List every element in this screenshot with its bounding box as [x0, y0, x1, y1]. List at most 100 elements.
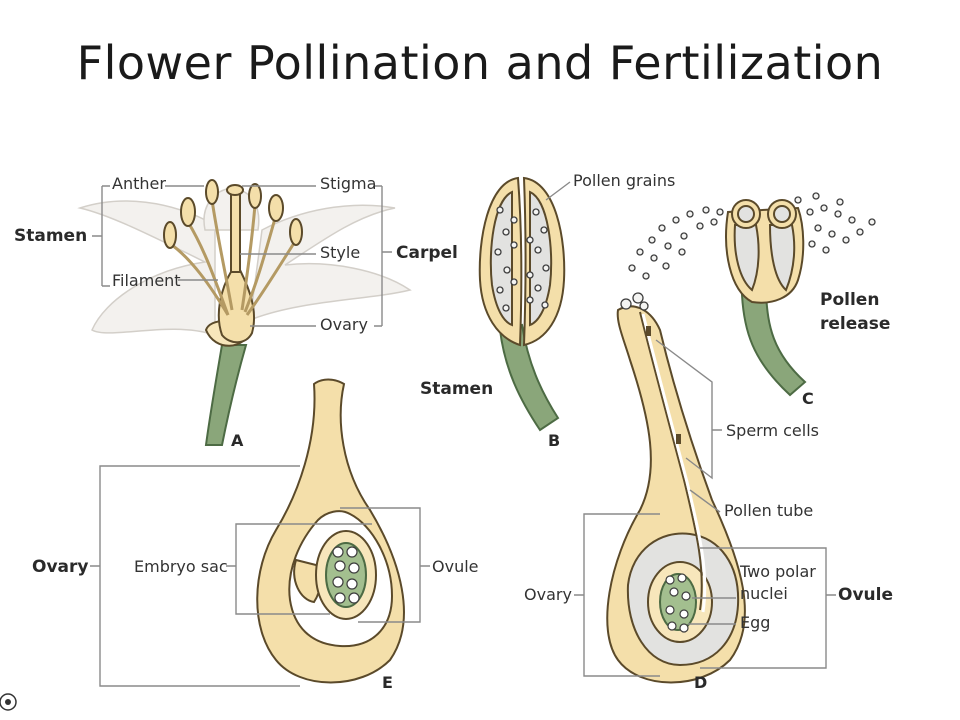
- label-ovary-d: Ovary: [524, 585, 572, 604]
- cell-nucleus: [679, 609, 689, 619]
- label-ovary-e-bold: Ovary: [32, 557, 88, 577]
- ovule-bracket-d: [700, 547, 836, 669]
- pollen-grain: [868, 218, 876, 226]
- embryo-sac-e: [325, 542, 367, 608]
- pollen-grain: [496, 286, 504, 294]
- pollen-grain: [534, 246, 542, 254]
- page-title: Flower Pollination and Fertilization: [76, 36, 884, 90]
- pollen-grain: [678, 248, 686, 256]
- pollen-grain: [822, 246, 830, 254]
- label-filament: Filament: [112, 271, 181, 290]
- cell-nucleus: [346, 546, 358, 558]
- ovule-d-cells: [665, 573, 691, 633]
- pollen-grain: [534, 284, 542, 292]
- label-embryo-sac: Embryo sac: [134, 557, 228, 576]
- cell-nucleus: [334, 560, 346, 572]
- panel-letter-e: E: [382, 673, 393, 692]
- corner-logo-icon: [0, 693, 17, 711]
- pollen-grain: [510, 241, 518, 249]
- label-ovary-a: Ovary: [320, 315, 368, 334]
- pollen-grains-leader: [545, 181, 571, 201]
- pollen-grain: [636, 248, 644, 256]
- embryo-sac-d: [659, 573, 697, 631]
- panel-letter-d: D: [694, 673, 707, 692]
- pollen-grain: [716, 208, 724, 216]
- pollen-grain: [526, 296, 534, 304]
- pollen-grain: [503, 266, 511, 274]
- panel-letter-b: B: [548, 431, 560, 450]
- pollen-grain: [494, 248, 502, 256]
- pollen-grain-d3: [639, 301, 649, 311]
- pollen-grain: [680, 232, 688, 240]
- panel-c-pollen-release: Pollen release C: [628, 192, 890, 408]
- pollen-grain: [672, 216, 680, 224]
- pollen-grain: [834, 210, 842, 218]
- pollen-grain: [828, 230, 836, 238]
- cell-nucleus: [332, 546, 344, 558]
- cell-nucleus: [348, 562, 360, 574]
- pollen-tube: [639, 311, 703, 611]
- pollen-grain: [806, 208, 814, 216]
- pollen-grain: [502, 228, 510, 236]
- pollen-grain: [856, 228, 864, 236]
- pollen-grain: [664, 242, 672, 250]
- petal-left: [77, 200, 216, 337]
- label-pollen-grains: Pollen grains: [573, 171, 675, 190]
- pollen-sac-right: [529, 190, 553, 327]
- pollen-grain: [650, 254, 658, 262]
- anther-top-c: [731, 199, 797, 229]
- open-sac-c-right: [768, 224, 796, 292]
- pollen-grain: [808, 240, 816, 248]
- label-two-polar-1: Two polar: [739, 562, 816, 581]
- pollen-tube-inner: [641, 313, 707, 613]
- flower-style: [230, 191, 241, 273]
- pollen-grains-b: [494, 206, 550, 312]
- label-ovule-e: Ovule: [432, 557, 479, 576]
- stamen-filament-b: [498, 323, 560, 432]
- cell-nucleus: [332, 576, 344, 588]
- pollen-grain: [628, 264, 636, 272]
- label-stamen-a: Stamen: [14, 226, 87, 246]
- sperm-cells-leaders: [655, 339, 722, 480]
- pollen-grain: [496, 206, 504, 214]
- label-anther: Anther: [112, 174, 166, 193]
- panel-d-fertilization: Sperm cells Pollen tube Two polar nuclei…: [524, 292, 893, 692]
- open-sac-c-left: [733, 224, 760, 292]
- label-pollen-tube: Pollen tube: [724, 501, 813, 520]
- pollen-grain-d1: [620, 298, 632, 310]
- pollen-grain: [812, 192, 820, 200]
- panel-letter-c: C: [802, 389, 814, 408]
- flower-stem: [204, 344, 248, 446]
- cell-nucleus: [334, 592, 346, 604]
- flower-stigma: [226, 184, 244, 196]
- pollen-grain: [510, 278, 518, 286]
- pollen-grain: [710, 218, 718, 226]
- pollen-grain: [658, 224, 666, 232]
- ovule-bracket-e: [340, 507, 430, 623]
- cell-nucleus: [665, 605, 675, 615]
- pollen-grain: [502, 304, 510, 312]
- cell-nucleus: [665, 575, 675, 585]
- pollen-grain: [702, 206, 710, 214]
- panel-letter-a: A: [231, 431, 244, 450]
- label-pollen-release-2: release: [820, 314, 890, 334]
- pollen-grain: [848, 216, 856, 224]
- label-style: Style: [320, 243, 360, 262]
- label-stigma: Stigma: [320, 174, 376, 193]
- released-pollen: [628, 192, 876, 280]
- cell-nucleus: [677, 573, 687, 583]
- ovary-bracket-d: [574, 513, 660, 677]
- carpel-bracket: [374, 185, 392, 327]
- cell-nucleus: [681, 591, 691, 601]
- pollen-grain: [842, 236, 850, 244]
- cell-nucleus: [667, 621, 677, 631]
- filaments: [171, 199, 298, 316]
- sperm-cell-1: [646, 326, 651, 336]
- pollen-tube-leader: [689, 489, 721, 513]
- cell-nucleus: [679, 623, 689, 633]
- panel-e-ovary: Ovary Embryo sac Ovule E: [32, 378, 479, 692]
- pollen-grain: [696, 222, 704, 230]
- embryo-sac-bracket: [226, 523, 372, 615]
- panel-a-flower: Anther Filament Stamen Stigma Style Ovar…: [14, 174, 458, 450]
